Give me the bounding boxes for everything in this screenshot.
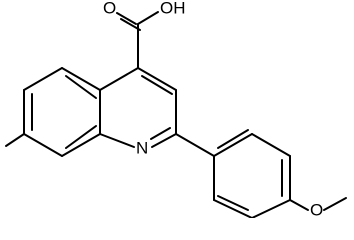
bond-o-ch3 <box>323 197 347 211</box>
bond-c8-c8a-double <box>65 125 97 149</box>
bond-c4-c3-double <box>141 75 173 95</box>
bond-c5p-c6p <box>213 199 253 218</box>
nitrogen-label: N <box>136 138 148 157</box>
bond-c4a-c5-double <box>65 75 97 99</box>
ether-oxygen-label: O <box>310 200 323 218</box>
bond-c4-c3 <box>137 67 177 91</box>
bond-c-o-double-a <box>116 12 137 25</box>
carboxyl-oxygen-label: O <box>103 0 116 17</box>
bond-c5-c6 <box>23 67 63 91</box>
bond-c2-n1 <box>151 133 177 148</box>
bond-c4p-o <box>289 199 309 211</box>
benzo-ring <box>5 67 101 157</box>
bond-c7-c8 <box>23 133 63 157</box>
bond-c2p-c3p <box>251 133 291 157</box>
bond-c-o-double-b <box>120 18 141 31</box>
bond-c1p-c2p-double <box>217 129 249 149</box>
bond-c4p-c5p <box>251 199 291 218</box>
hydroxyl-label: OH <box>160 0 186 17</box>
bond-c5p-c6p-double <box>217 195 249 211</box>
carboxyl-group: O OH <box>103 0 186 69</box>
bond-n1-c8a <box>99 133 135 148</box>
bond-c4a-c5 <box>61 67 101 91</box>
bond-methyl <box>5 133 25 147</box>
pyridine-ring <box>99 67 177 148</box>
bond-c2-c1p <box>175 133 215 157</box>
bond-c-oh <box>137 11 159 25</box>
bond-c1p-c2p <box>213 133 253 157</box>
bond-c2-n1-double <box>150 127 171 140</box>
chemical-structure: O OH N O <box>5 0 347 218</box>
bond-c4a-c4 <box>99 67 139 91</box>
bond-c8-c8a <box>61 133 101 157</box>
methoxyphenyl-ring: O <box>175 129 347 218</box>
